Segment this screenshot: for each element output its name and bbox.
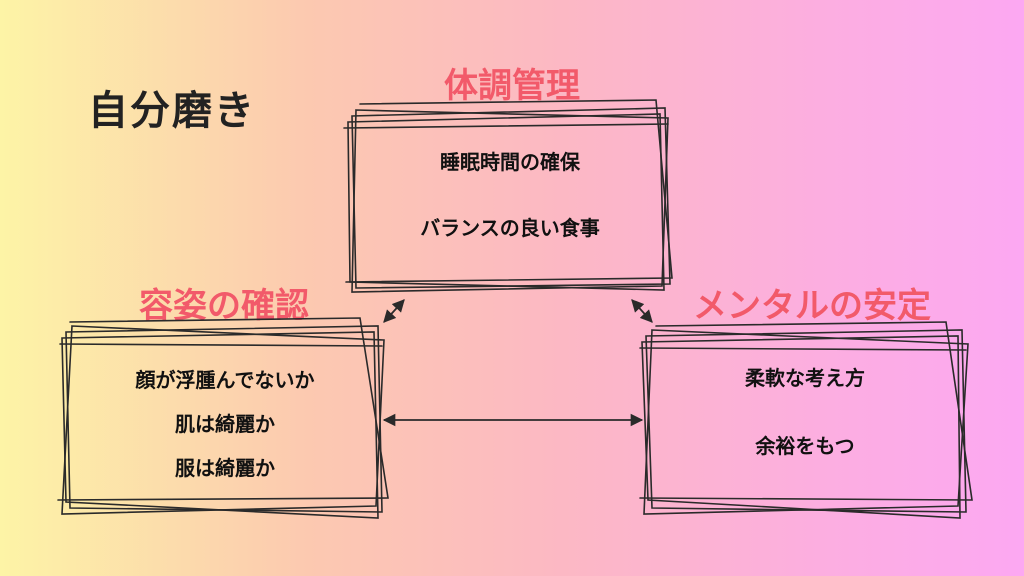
appearance-item-3: 服は綺麗か (175, 456, 275, 480)
mental-box (639, 321, 973, 519)
mental-item-2: 余裕をもつ (755, 434, 855, 458)
mental-item-1: 柔軟な考え方 (745, 366, 865, 390)
appearance-box (57, 317, 389, 519)
appearance-item-2: 肌は綺麗か (175, 412, 275, 436)
health-heading: 体調管理 (444, 66, 580, 106)
appearance-item-1: 顔が浮腫んでないか (135, 368, 315, 392)
health-item-2: バランスの良い食事 (420, 216, 600, 240)
arrow-health-appearance (383, 299, 405, 323)
mental-heading: メンタルの安定 (693, 286, 931, 326)
arrow-health-mental (631, 299, 653, 323)
health-item-1: 睡眠時間の確保 (440, 150, 580, 174)
page-title: 自分磨き (88, 88, 256, 134)
health-box (343, 99, 673, 293)
